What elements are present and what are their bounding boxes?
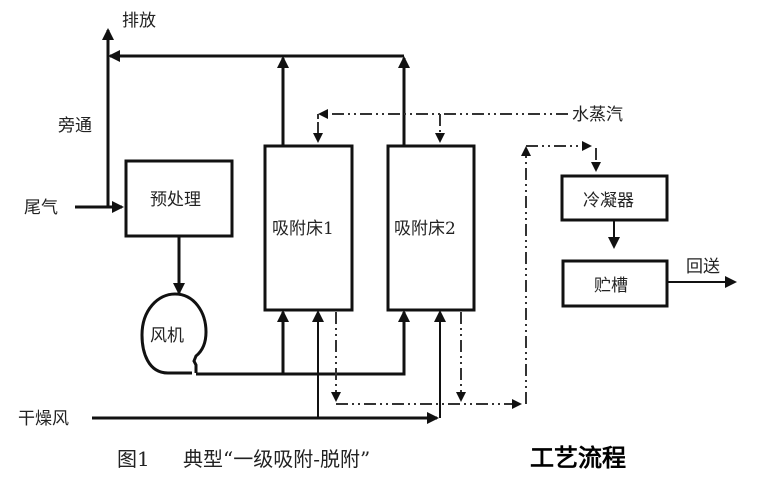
label-condenser: 冷凝器 — [583, 191, 634, 211]
fan-outlet-line — [196, 310, 410, 376]
label-bed-2: 吸附床2 — [394, 219, 456, 239]
caption-title: 典型“一级吸附-脱附” — [183, 447, 370, 471]
steam-line — [313, 109, 568, 143]
caption-title-bold: 工艺流程 — [530, 444, 626, 472]
label-bypass: 旁通 — [58, 116, 92, 136]
label-exhaust: 排放 — [122, 11, 156, 31]
label-steam: 水蒸汽 — [572, 105, 623, 125]
fan-icon — [140, 292, 208, 375]
caption-figure-number: 图1 — [117, 447, 150, 471]
adsorption-bed-2 — [386, 144, 476, 312]
storage-tank-box — [561, 259, 669, 308]
pretreatment-box — [124, 159, 234, 238]
desorption-outlet-line — [331, 141, 601, 409]
label-fan: 风机 — [150, 326, 184, 346]
label-tail-gas: 尾气 — [24, 198, 58, 218]
condenser-box — [560, 174, 669, 222]
dry-air-line — [92, 310, 446, 424]
label-pretreatment: 预处理 — [150, 190, 201, 210]
label-return: 回送 — [686, 257, 720, 277]
adsorption-bed-1 — [263, 144, 354, 312]
label-bed-1: 吸附床1 — [272, 219, 334, 239]
exhaust-header — [108, 50, 410, 145]
label-dry-air: 干燥风 — [18, 409, 69, 429]
label-tank: 贮槽 — [594, 276, 628, 296]
